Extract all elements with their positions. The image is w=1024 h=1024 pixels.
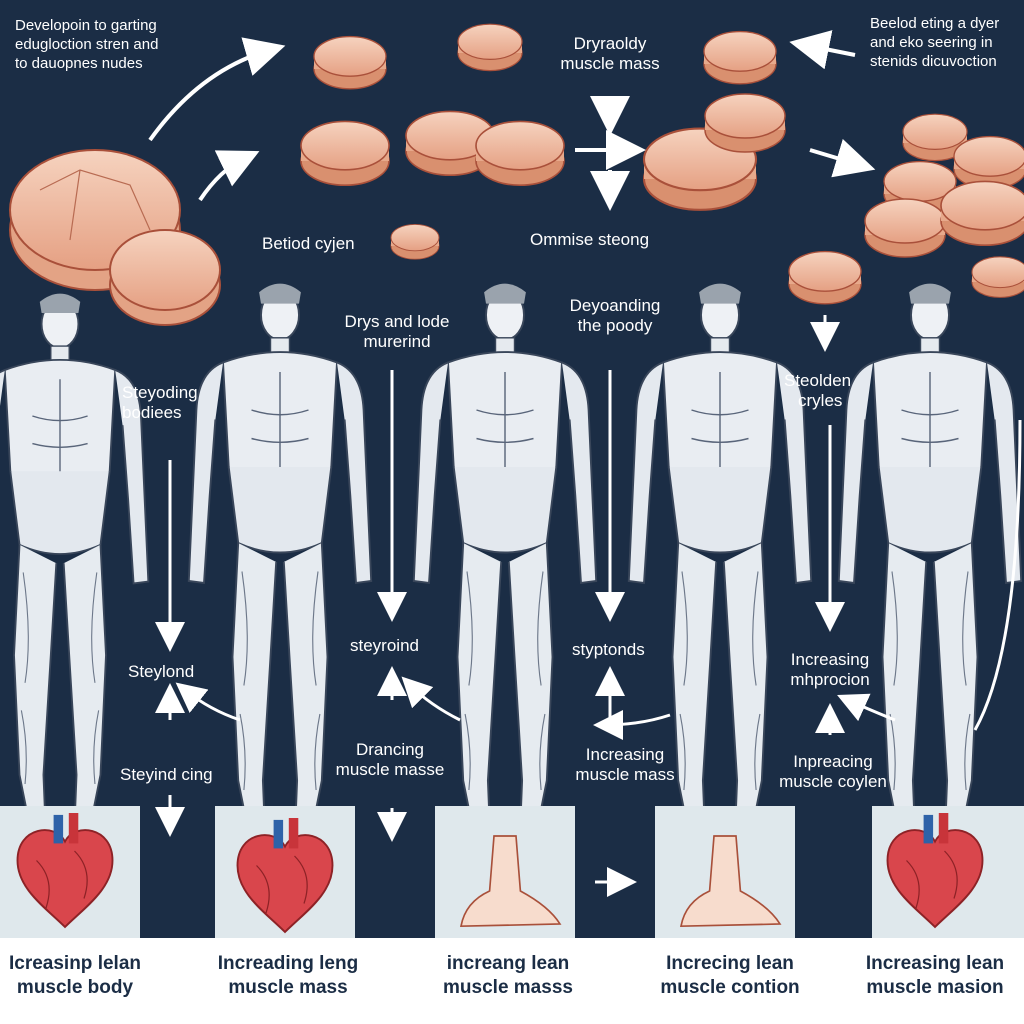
label-line: muscle mass bbox=[560, 54, 660, 73]
caption-4: Increcing lean muscle contion bbox=[630, 952, 830, 1000]
label-betiod-cyjen: Betiod cyjen bbox=[262, 234, 355, 253]
label-deyoanding: Deyoanding the poody bbox=[550, 296, 680, 336]
label-line: mhprocion bbox=[790, 670, 870, 689]
caption-line: muscle body bbox=[16, 977, 134, 998]
label-line: stenids dicuvoction bbox=[870, 53, 997, 70]
label-line: Drancing bbox=[355, 740, 425, 759]
label-line: bodiees bbox=[122, 403, 182, 422]
arrows-top bbox=[148, 30, 876, 211]
label-steyroind: steyroind bbox=[350, 636, 419, 655]
label-line: muscle coylen bbox=[779, 772, 887, 791]
label-line: muscle masse bbox=[335, 760, 445, 779]
caption-5: Increasing lean muscle masion bbox=[835, 952, 1024, 1000]
label-increasing-muscle-mass: Increasing muscle mass bbox=[555, 745, 695, 785]
label-styptonds: styptonds bbox=[572, 640, 645, 659]
label-line: Steyoding bbox=[122, 383, 198, 402]
label-line: murerind bbox=[363, 332, 431, 351]
caption-line: muscle masss bbox=[443, 977, 573, 998]
caption-line: muscle masion bbox=[866, 977, 1004, 998]
label-steylond: Steylond bbox=[128, 662, 195, 681]
label-inpreacing: Inpreacing muscle coylen bbox=[758, 752, 908, 792]
label-line: Increasing bbox=[790, 650, 870, 669]
caption-2: Increading leng muscle mass bbox=[188, 952, 388, 1000]
label-steolden: Steolden cryles bbox=[784, 371, 851, 411]
label-top-left: Developoin to garting edugloction stren … bbox=[15, 16, 158, 73]
caption-1: Icreasinp lelan muscle body bbox=[0, 952, 175, 1000]
label-top-right: Beelod eting a dyer and eko seering in s… bbox=[870, 14, 999, 71]
caption-line: muscle contion bbox=[660, 977, 800, 998]
label-line: to dauopnes nudes bbox=[15, 55, 143, 72]
label-steyoding: Steyoding bodiees bbox=[122, 383, 198, 423]
label-line: the poody bbox=[577, 316, 653, 335]
label-line: Developoin to garting bbox=[15, 17, 157, 34]
label-line: and eko seering in bbox=[870, 34, 993, 51]
label-line: Dryraoldy bbox=[573, 34, 647, 53]
caption-line: increang lean bbox=[446, 953, 570, 974]
label-steyind-cing: Steyind cing bbox=[120, 765, 213, 784]
figure-1 bbox=[0, 292, 150, 833]
label-line: Steolden bbox=[784, 371, 852, 390]
caption-line: muscle mass bbox=[228, 977, 348, 998]
label-line: Drys and lode bbox=[344, 312, 450, 331]
label-line: cryles bbox=[798, 391, 843, 410]
caption-line: Increcing lean bbox=[666, 953, 794, 974]
pill-large-stack bbox=[9, 149, 221, 326]
label-line: Inpreacing bbox=[793, 752, 873, 771]
pill-group-right bbox=[642, 30, 1024, 305]
label-ommise-steong: Ommise steong bbox=[530, 230, 650, 249]
caption-3: increang lean muscle masss bbox=[408, 952, 608, 1000]
label-increasing-mhprocion: Increasing mhprocion bbox=[770, 650, 890, 690]
label-line: muscle mass bbox=[575, 765, 675, 784]
caption-line: Icreasinp lelan bbox=[8, 953, 141, 974]
caption-line: Increading leng bbox=[217, 953, 359, 974]
label-top-center: Dryraoldy muscle mass bbox=[540, 34, 680, 74]
caption-band bbox=[0, 938, 1024, 1024]
label-drys-and-lode: Drys and lode murerind bbox=[332, 312, 462, 352]
label-line: Beelod eting a dyer bbox=[870, 15, 1000, 32]
caption-line: Increasing lean bbox=[865, 953, 1005, 974]
label-drancing: Drancing muscle masse bbox=[325, 740, 455, 780]
label-line: Increasing bbox=[585, 745, 665, 764]
pill-group-top bbox=[300, 23, 565, 260]
label-line: edugloction stren and bbox=[15, 36, 159, 53]
label-line: Deyoanding bbox=[569, 296, 661, 315]
arrows-mid bbox=[155, 315, 1022, 897]
